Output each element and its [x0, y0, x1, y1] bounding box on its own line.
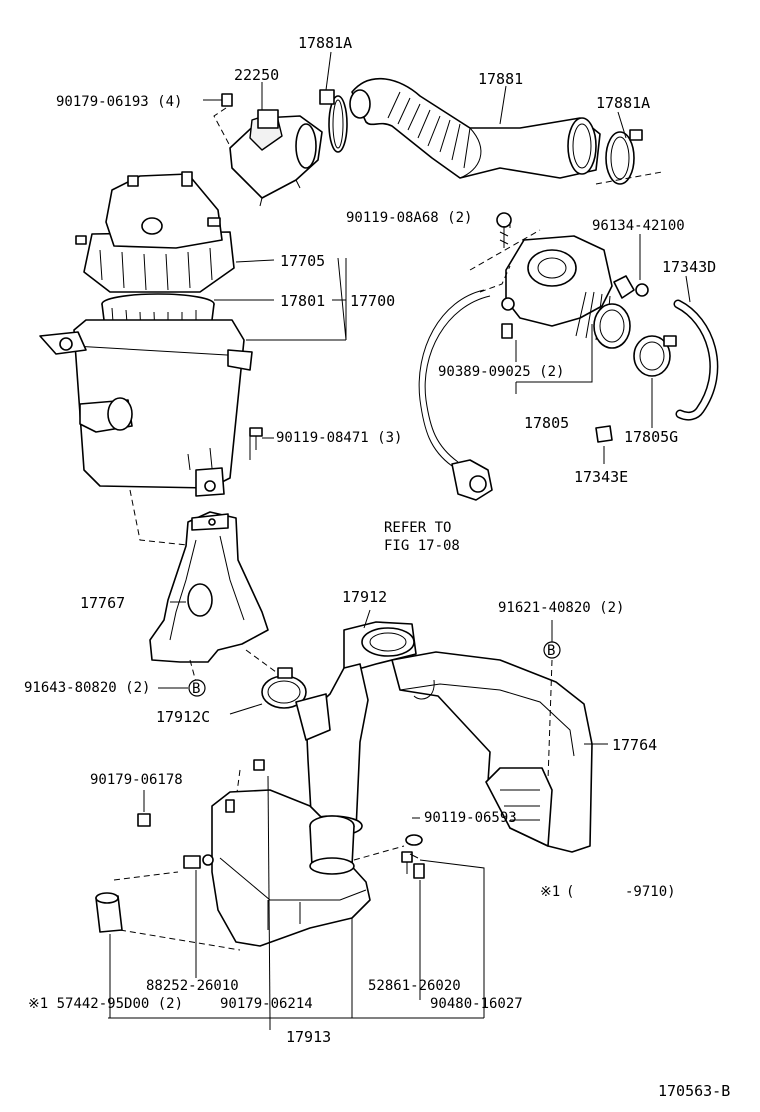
bracket-17767	[149, 511, 269, 663]
label-17881: 17881	[478, 70, 523, 88]
label-17805G: 17805G	[624, 428, 678, 446]
clamp-96134-42100	[613, 275, 649, 299]
label-90480-16027: 90480-16027	[430, 996, 523, 1012]
bolt-90119-08471	[249, 427, 263, 460]
clamp-17881A-right	[605, 129, 643, 185]
label-96134-42100: 96134-42100	[592, 218, 685, 234]
duct-17912	[295, 621, 417, 837]
diagram-id: 170563-B	[658, 1082, 730, 1100]
grommet-90480-16027	[405, 834, 423, 846]
circle-b-marker-left: B	[188, 679, 206, 697]
label-17805: 17805	[524, 414, 569, 432]
clamp-17805G	[633, 335, 677, 377]
refer-note-line1: REFER TO	[384, 520, 451, 536]
label-88252-26010: 88252-26010	[146, 978, 239, 994]
label-90119-06593: 90119-06593	[424, 810, 517, 826]
intake-duct-17764	[391, 651, 593, 853]
air-cleaner-cap-17705	[75, 171, 235, 293]
hose-17805	[501, 235, 631, 349]
label-17881A-top: 17881A	[298, 34, 352, 52]
label-90389-09025: 90389-09025 (2)	[438, 364, 564, 380]
clamp-17881A-left	[319, 89, 348, 153]
refer-note-line2: FIG 17-08	[384, 538, 460, 554]
resonator-17913	[211, 789, 371, 947]
label-91643-80820: 91643-80820 (2)	[24, 680, 150, 696]
air-cleaner-case	[39, 319, 253, 497]
screw-90179-06193	[213, 93, 233, 147]
label-90179-06178: 90179-06178	[90, 772, 183, 788]
clip-52861-26020	[413, 863, 425, 879]
circle-b-marker-right: B	[543, 641, 561, 659]
label-90119-08A68: 90119-08A68 (2)	[346, 210, 472, 226]
vacuum-hose	[418, 289, 493, 501]
label-22250: 22250	[234, 66, 279, 84]
remark-mark: ※1	[540, 884, 560, 900]
label-91621-40820: 91621-40820 (2)	[498, 600, 624, 616]
bolt-91621-40820	[547, 659, 553, 781]
label-17700: 17700	[350, 292, 395, 310]
label-52861-26020: 52861-26020	[368, 978, 461, 994]
fastener-88252-26010	[183, 854, 214, 869]
label-17705: 17705	[280, 252, 325, 270]
pin-90389-09025	[501, 323, 513, 339]
label-17764: 17764	[612, 736, 657, 754]
hose-17343D	[673, 299, 719, 421]
label-17343E: 17343E	[574, 468, 628, 486]
label-17912C: 17912C	[156, 708, 210, 726]
leader-lines	[108, 51, 691, 1030]
bolt-90119-06593	[401, 851, 419, 874]
label-17343D: 17343D	[662, 258, 716, 276]
svg-text:B: B	[192, 681, 200, 697]
bolt-90119-08A68	[496, 212, 512, 248]
label-57442-95D00: ※1 57442-95D00 (2)	[28, 996, 183, 1012]
label-90119-08471: 90119-08471 (3)	[276, 430, 402, 446]
label-90179-06214: 90179-06214	[220, 996, 313, 1012]
svg-text:B: B	[547, 643, 555, 659]
air-flow-meter-22250	[229, 109, 323, 207]
clamp-17912C	[261, 667, 307, 709]
bolt-91643-80820	[189, 659, 197, 683]
label-17881A-right: 17881A	[596, 94, 650, 112]
label-17767: 17767	[80, 594, 125, 612]
label-90179-06193: 90179-06193 (4)	[56, 94, 182, 110]
label-17801: 17801	[280, 292, 325, 310]
hose-17881	[349, 77, 601, 179]
remark-range: ( -9710)	[566, 884, 676, 900]
fastener-90179-06178	[137, 813, 151, 827]
clamp-17343E	[595, 425, 613, 443]
label-17913: 17913	[286, 1028, 331, 1046]
label-17912: 17912	[342, 588, 387, 606]
cushion-57442-95D00	[95, 892, 123, 933]
